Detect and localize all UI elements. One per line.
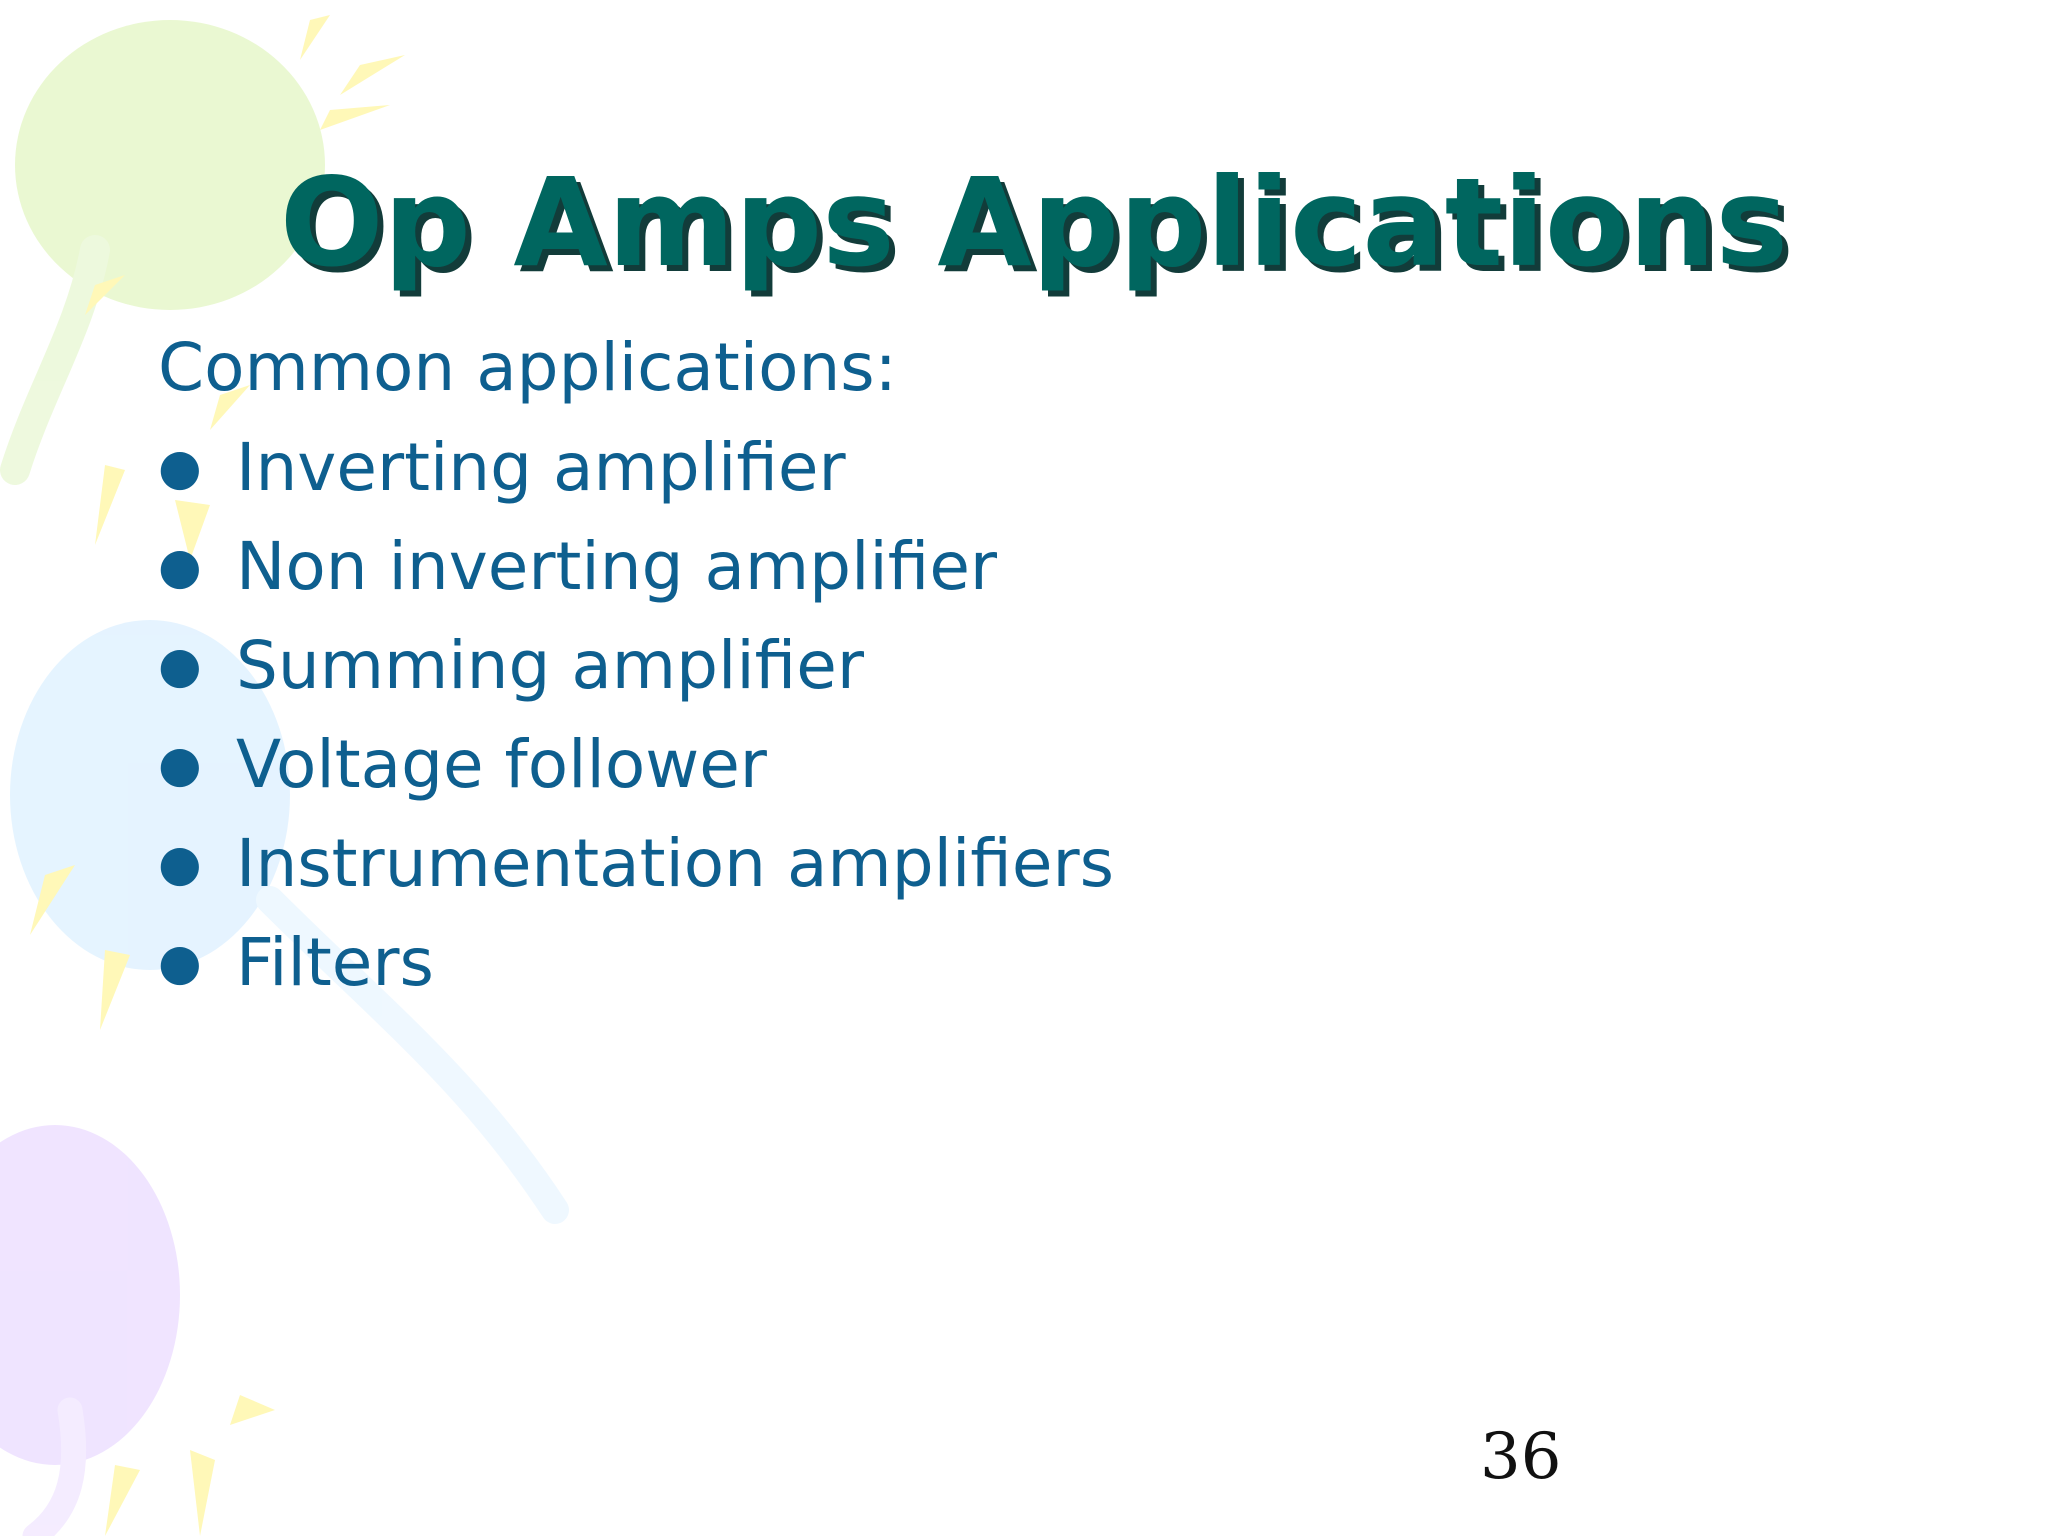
- page-number: 36: [1480, 1420, 1562, 1494]
- list-item: ● Instrumentation amplifiers: [158, 814, 1758, 913]
- list-item: ● Summing amplifier: [158, 616, 1758, 715]
- blue-balloon: [10, 620, 290, 970]
- list-item-text: Voltage follower: [236, 726, 767, 803]
- green-balloon-ribbon: [0, 235, 110, 485]
- purple-balloon: [0, 1125, 180, 1465]
- list-item-text: Non inverting amplifier: [236, 528, 998, 605]
- application-list: ● Inverting amplifier ● Non inverting am…: [158, 418, 1758, 1012]
- slide-title: Op Amps Applications: [279, 152, 1789, 294]
- bullet-icon: ●: [158, 933, 202, 991]
- bullet-icon: ●: [158, 537, 202, 595]
- list-item-text: Instrumentation amplifiers: [236, 825, 1114, 902]
- bullet-icon: ●: [158, 636, 202, 694]
- list-item: ● Non inverting amplifier: [158, 517, 1758, 616]
- list-item: ● Inverting amplifier: [158, 418, 1758, 517]
- bullet-icon: ●: [158, 438, 202, 496]
- confetti-group: [30, 15, 405, 1536]
- intro-text: Common applications:: [158, 329, 897, 406]
- list-item-text: Filters: [236, 924, 434, 1001]
- bullet-icon: ●: [158, 834, 202, 892]
- blue-balloon-ribbon: [256, 886, 569, 1224]
- list-item: ● Voltage follower: [158, 715, 1758, 814]
- slide-content: Common applications: ● Inverting amplifi…: [158, 318, 1758, 1012]
- purple-balloon-ribbon: [22, 1397, 87, 1536]
- bullet-icon: ●: [158, 735, 202, 793]
- list-item-text: Summing amplifier: [236, 627, 864, 704]
- list-item: ● Filters: [158, 913, 1758, 1012]
- list-item-text: Inverting amplifier: [236, 429, 846, 506]
